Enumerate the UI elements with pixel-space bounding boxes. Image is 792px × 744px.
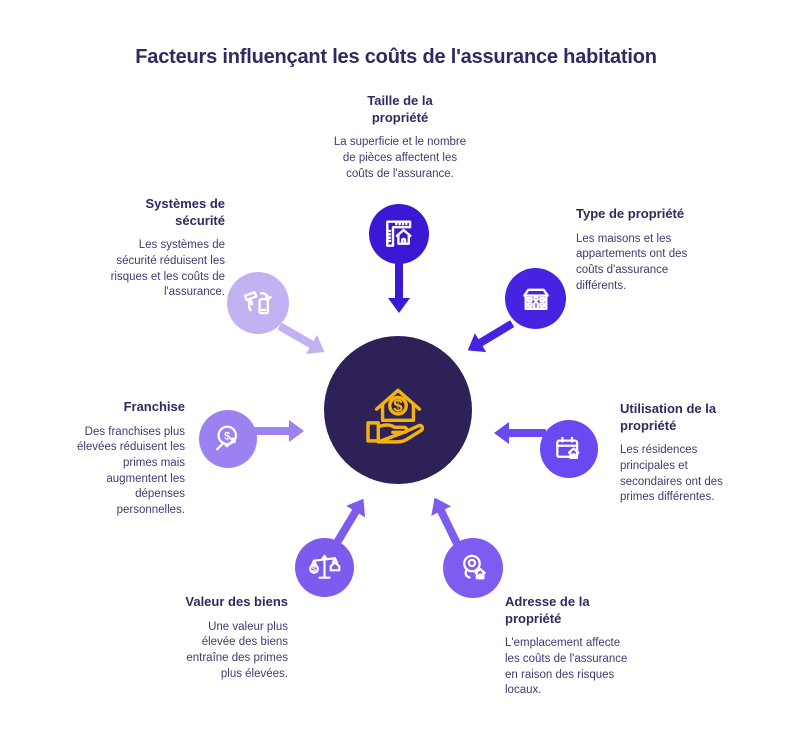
factor-text-block: Utilisation de la propriété Les résidenc… [620,401,734,506]
arrow-to-center [387,261,411,313]
factor-description: Les systèmes de sécurité réduisent les r… [110,239,225,299]
factor-text-block: Adresse de la propriété L'emplacement af… [505,594,631,699]
hand-holding-house-dollar-icon: $ [366,388,425,444]
calendar-house-icon [556,436,580,459]
arrow-to-center [252,419,304,443]
valeur-icon-circle: $ [295,538,354,597]
franchise-icon-circle: $ [199,410,257,468]
type-icon-circle [505,268,566,329]
factor-title: Utilisation de la propriété [620,401,717,433]
security-camera-phone-icon [243,291,272,315]
center-hub: $ [324,336,472,484]
factor-text-block: Valeur des biens Une valeur plus élevée … [172,594,288,682]
factor-text-block: Taille de la propriété La superficie et … [329,93,471,182]
securite-icon-circle [227,272,289,334]
page-title: Facteurs influençant les coûts de l'assu… [135,46,657,68]
factor-text-block: Franchise Des franchises plus élevées ré… [73,399,185,518]
factor-description: Les maisons et les appartements ont des … [576,232,688,292]
arrow-to-center [462,313,519,360]
scale-dollar-house-icon: $ [309,554,341,579]
arrow-to-center [494,421,546,445]
factor-title: Adresse de la propriété [505,594,590,626]
dollar-growth-icon: $ [216,425,238,451]
utilisation-icon-circle [540,420,598,478]
factor-description: L'emplacement affecte les coûts de l'ass… [505,637,628,697]
factor-title: Type de propriété [576,206,685,221]
location-pin-house-icon [462,554,486,579]
factor-text-block: Type de propriété Les maisons et les app… [576,206,708,294]
apartment-building-icon [522,288,549,310]
taille-icon-circle [369,204,429,264]
factor-description: Une valeur plus élevée des biens entraîn… [186,620,288,680]
factor-title: Franchise [123,399,185,414]
factor-text-block: Systèmes de sécurité Les systèmes de séc… [103,196,225,301]
ruler-house-icon [386,220,412,247]
arrow-to-center [273,316,330,363]
factor-description: Des franchises plus élevées réduisent le… [76,425,185,516]
svg-text:$: $ [393,396,403,416]
factor-title: Valeur des biens [185,594,288,609]
factor-description: Les résidences principales et secondaire… [620,444,723,504]
factor-title: Taille de la propriété [367,93,433,125]
factor-description: La superficie et le nombre de pièces aff… [333,136,467,180]
adresse-icon-circle [443,538,503,598]
svg-text:$: $ [312,566,316,574]
arrow-to-center [424,492,468,549]
factor-title: Systèmes de sécurité [145,196,226,228]
arrow-to-center [326,493,373,550]
svg-text:$: $ [224,430,231,442]
